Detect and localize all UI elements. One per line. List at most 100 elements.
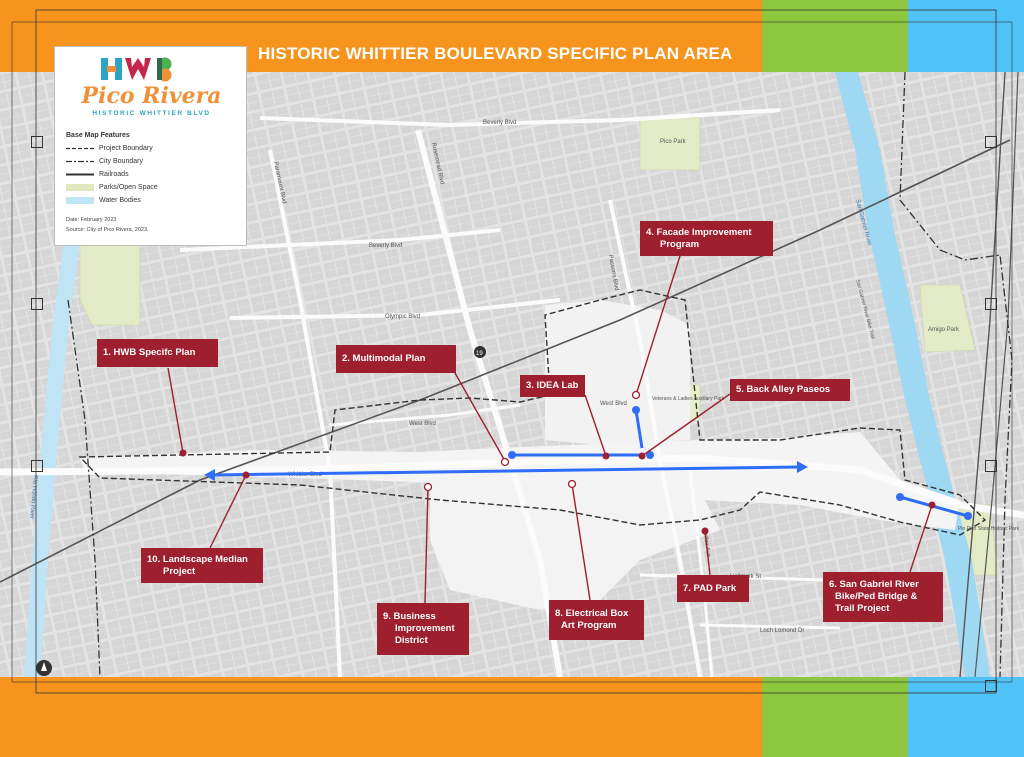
marker-6 (928, 501, 936, 509)
loch-lomond-road (699, 623, 841, 630)
city-boundary (67, 72, 1013, 677)
frame-corner-mark (985, 298, 997, 310)
project-label-1: 1. HWB Specifc Plan (97, 339, 218, 367)
project-core-area (80, 432, 960, 530)
legend-heading: Base Map Features (66, 132, 130, 139)
label-line: District (395, 635, 428, 646)
median-arrow-west (204, 469, 215, 481)
marker-8 (567, 479, 577, 489)
label-line: 6. San Gabriel River (829, 579, 919, 590)
dash-dot-line-icon (66, 160, 94, 163)
label-line: Trail Project (835, 603, 890, 614)
legend-item-water: Water Bodies (66, 195, 246, 207)
median-arrow-east (797, 461, 808, 473)
north-arrow-icon (36, 660, 52, 676)
rosemead-blvd-road (415, 129, 563, 677)
olympic-blvd-label: Olympic Blvd (385, 314, 420, 320)
route-node (646, 451, 654, 459)
label-line: 9. Business (383, 611, 436, 622)
route-node (964, 512, 972, 520)
project-label-5: 5. Back Alley Paseos (730, 379, 850, 401)
marker-4 (631, 390, 641, 400)
legend-item-city-boundary: City Boundary (66, 156, 246, 168)
legend-label: Project Boundary (99, 145, 153, 152)
legend-panel: Pico Rivera HISTORIC WHITTIER BLVD Base … (54, 46, 247, 246)
leader-4 (635, 255, 681, 396)
project-label-3: 3. IDEA Lab (520, 375, 585, 397)
label-line: Improvement (395, 623, 455, 634)
leader-8 (571, 483, 591, 601)
marker-1 (179, 449, 187, 457)
project-label-7: 7. PAD Park (677, 575, 749, 602)
legend-label: Water Bodies (99, 197, 141, 204)
leader-7 (704, 530, 711, 576)
bottom-band-green (762, 677, 908, 757)
beverly-blvd-label-2: Beverly Blvd (369, 243, 402, 249)
frame-corner-mark (31, 298, 43, 310)
leader-1 (167, 367, 184, 454)
label-line: 1. HWB Specifc Plan (103, 347, 196, 358)
beverly-blvd-label: Beverly Blvd (483, 120, 516, 126)
rio-hondo-label: Rio Hondo River (28, 475, 38, 519)
blue-fill-icon (66, 197, 94, 204)
amigo-park-label: Amigo Park (928, 327, 960, 333)
west-blvd-label-2: West Blvd (600, 401, 627, 407)
railroad-east-1 (959, 72, 1006, 677)
dashed-line-icon (66, 147, 94, 150)
label-line: Project (163, 565, 196, 577)
frame-corner-mark (31, 460, 43, 472)
inner-frame (35, 9, 997, 694)
beverly-blvd-road (259, 108, 781, 128)
label-line: Art Program (561, 620, 617, 631)
project-south-area (430, 480, 720, 610)
loch-lomond-label: Loch Lomond Dr (760, 628, 804, 634)
railroad-east-2 (974, 72, 1019, 677)
solid-line-icon (66, 173, 94, 176)
paramount-blvd-road (268, 149, 342, 677)
marker-9 (423, 482, 433, 492)
legend-source: Source: City of Pico Rivera, 2023. (66, 227, 149, 233)
marker-5 (638, 452, 646, 460)
hwb-logo-icon (101, 57, 172, 82)
bottom-band-blue (908, 677, 1024, 757)
label-line: 8. Electrical Box (555, 608, 629, 619)
label-line: 7. PAD Park (683, 582, 737, 594)
route-node (896, 493, 904, 501)
label-line: 2. Multimodal Plan (342, 353, 426, 364)
park-west (79, 239, 141, 326)
label-line: 3. IDEA Lab (526, 380, 579, 391)
legend-date: Date: February 2023 (66, 217, 117, 223)
label-line: 10. Landscape Median (147, 553, 248, 565)
marker-3 (602, 452, 610, 460)
legend-item-railroads: Railroads (66, 169, 246, 181)
route-19-shield (474, 346, 486, 358)
brand-tagline: HISTORIC WHITTIER BLVD (92, 110, 211, 117)
landscape-median-route (211, 465, 801, 477)
route-19-label: 19 (476, 351, 483, 357)
olympic-blvd-road (229, 298, 561, 320)
park-amigo (919, 284, 976, 353)
facade-route (634, 409, 644, 449)
frame-corner-mark (985, 680, 997, 692)
leader-10 (209, 474, 247, 549)
brand-name: Pico Rivera (81, 83, 222, 109)
label-line: Bike/Ped Bridge & (835, 591, 918, 602)
page-title: HISTORIC WHITTIER BOULEVARD SPECIFIC PLA… (258, 44, 733, 63)
leader-2 (454, 372, 506, 462)
outer-frame (11, 21, 1013, 683)
pico-park-label: Pico Park (660, 139, 687, 145)
frame-corner-mark (985, 136, 997, 148)
label-line: Program (660, 238, 700, 250)
beverly-blvd-road-2 (179, 228, 501, 252)
legend-label: Railroads (99, 171, 129, 178)
legend-item-parks: Parks/Open Space (66, 182, 246, 194)
frame-corner-mark (985, 460, 997, 472)
legend-item-project-boundary: Project Boundary (66, 143, 246, 155)
frame-corner-mark (31, 136, 43, 148)
west-blvd-label: West Blvd (409, 421, 436, 427)
leader-3 (584, 394, 607, 457)
